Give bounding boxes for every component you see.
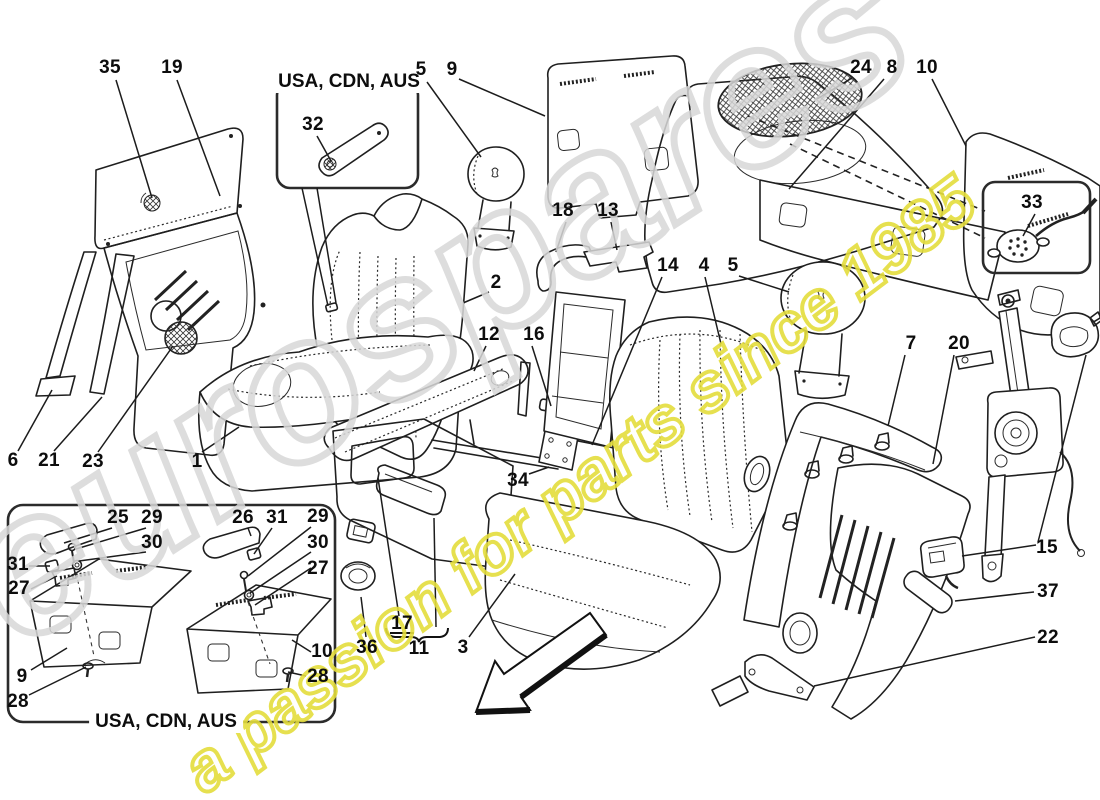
belt-sleeve-37 xyxy=(903,570,953,614)
part-label-29-32: 29 xyxy=(141,507,163,528)
part-label-17-28: 17 xyxy=(391,613,413,634)
part-label-15-24: 15 xyxy=(1036,537,1058,558)
part-label-35-0: 35 xyxy=(99,57,121,78)
quarter-panel-7 xyxy=(743,402,943,628)
belt-guide xyxy=(1050,312,1100,358)
grommet-36 xyxy=(340,561,376,591)
part-label-32-7: 32 xyxy=(302,114,324,135)
part-label-18-9: 18 xyxy=(552,200,574,221)
part-label-23-21: 23 xyxy=(82,451,104,472)
pad-25 xyxy=(39,522,98,555)
direction-arrow-icon xyxy=(474,611,608,715)
pad-26 xyxy=(202,526,261,559)
part-label-28-37: 28 xyxy=(7,691,29,712)
part-label-27-42: 27 xyxy=(307,558,329,579)
part-label-11-29: 11 xyxy=(408,638,430,659)
part-label-29-40: 29 xyxy=(307,506,329,527)
part-label-36-27: 36 xyxy=(356,637,378,658)
part-label-8-5: 8 xyxy=(886,57,898,78)
part-label-9-3: 9 xyxy=(446,59,458,80)
ferrari-logo-icon xyxy=(817,289,825,300)
left-seat-assembly xyxy=(197,146,623,492)
part-label-10-6: 10 xyxy=(916,57,938,78)
trim-18 xyxy=(536,244,595,292)
part-label-25-31: 25 xyxy=(107,507,129,528)
part-label-30-33: 30 xyxy=(141,532,163,553)
top-box-title: USA, CDN, AUS xyxy=(272,71,426,93)
part-label-27-35: 27 xyxy=(8,578,30,599)
part-label-16-16: 16 xyxy=(523,324,545,345)
right-quarter-trim-assembly xyxy=(711,402,971,720)
left-headrest xyxy=(467,146,525,202)
part-label-3-30: 3 xyxy=(457,637,469,658)
part-label-12-15: 12 xyxy=(478,324,500,345)
shelf-panel-10 xyxy=(186,584,332,694)
part-label-20-18: 20 xyxy=(948,333,970,354)
quarter-panel-20 xyxy=(829,463,971,720)
part-label-33-8: 33 xyxy=(1021,192,1043,213)
part-label-31-39: 31 xyxy=(266,507,288,528)
seat-belt-assembly xyxy=(903,289,1100,614)
part-label-9-36: 9 xyxy=(16,666,28,687)
part-label-1-22: 1 xyxy=(191,451,203,472)
grommet-35-icon xyxy=(143,194,161,212)
ski-pass-frame-14 xyxy=(543,291,626,448)
part-label-19-1: 19 xyxy=(161,57,183,78)
bottom-box-title: USA, CDN, AUS xyxy=(89,711,243,733)
bracket-13 xyxy=(583,241,654,273)
part-label-26-38: 26 xyxy=(232,507,254,528)
part-label-10-43: 10 xyxy=(311,641,333,662)
vent-grille-icon xyxy=(818,514,896,619)
callout-box-33 xyxy=(981,180,1098,275)
part-label-5-13: 5 xyxy=(727,255,739,276)
ferrari-logo-icon xyxy=(491,167,499,178)
part-label-28-44: 28 xyxy=(307,666,329,687)
part-label-30-41: 30 xyxy=(307,532,329,553)
leader-lines xyxy=(17,77,1087,696)
label-17-11-brackets xyxy=(385,627,449,643)
part-label-34-23: 34 xyxy=(507,470,529,491)
part-label-14-11: 14 xyxy=(657,255,679,276)
part-label-5-2: 5 xyxy=(415,59,427,80)
part-label-7-17: 7 xyxy=(905,333,917,354)
part-label-24-4: 24 xyxy=(850,57,872,78)
rear-shelf-assembly xyxy=(546,55,1100,336)
part-label-22-26: 22 xyxy=(1037,627,1059,648)
ski-pass-assembly xyxy=(536,241,654,448)
part-label-31-34: 31 xyxy=(7,554,29,575)
part-label-21-20: 21 xyxy=(38,450,60,471)
right-seat-assembly xyxy=(484,261,866,670)
part-label-37-25: 37 xyxy=(1037,581,1059,602)
part-label-13-10: 13 xyxy=(597,200,619,221)
part-label-6-19: 6 xyxy=(7,450,19,471)
part-label-2-14: 2 xyxy=(490,272,502,293)
right-headrest xyxy=(780,261,866,335)
part-label-4-12: 4 xyxy=(698,255,710,276)
